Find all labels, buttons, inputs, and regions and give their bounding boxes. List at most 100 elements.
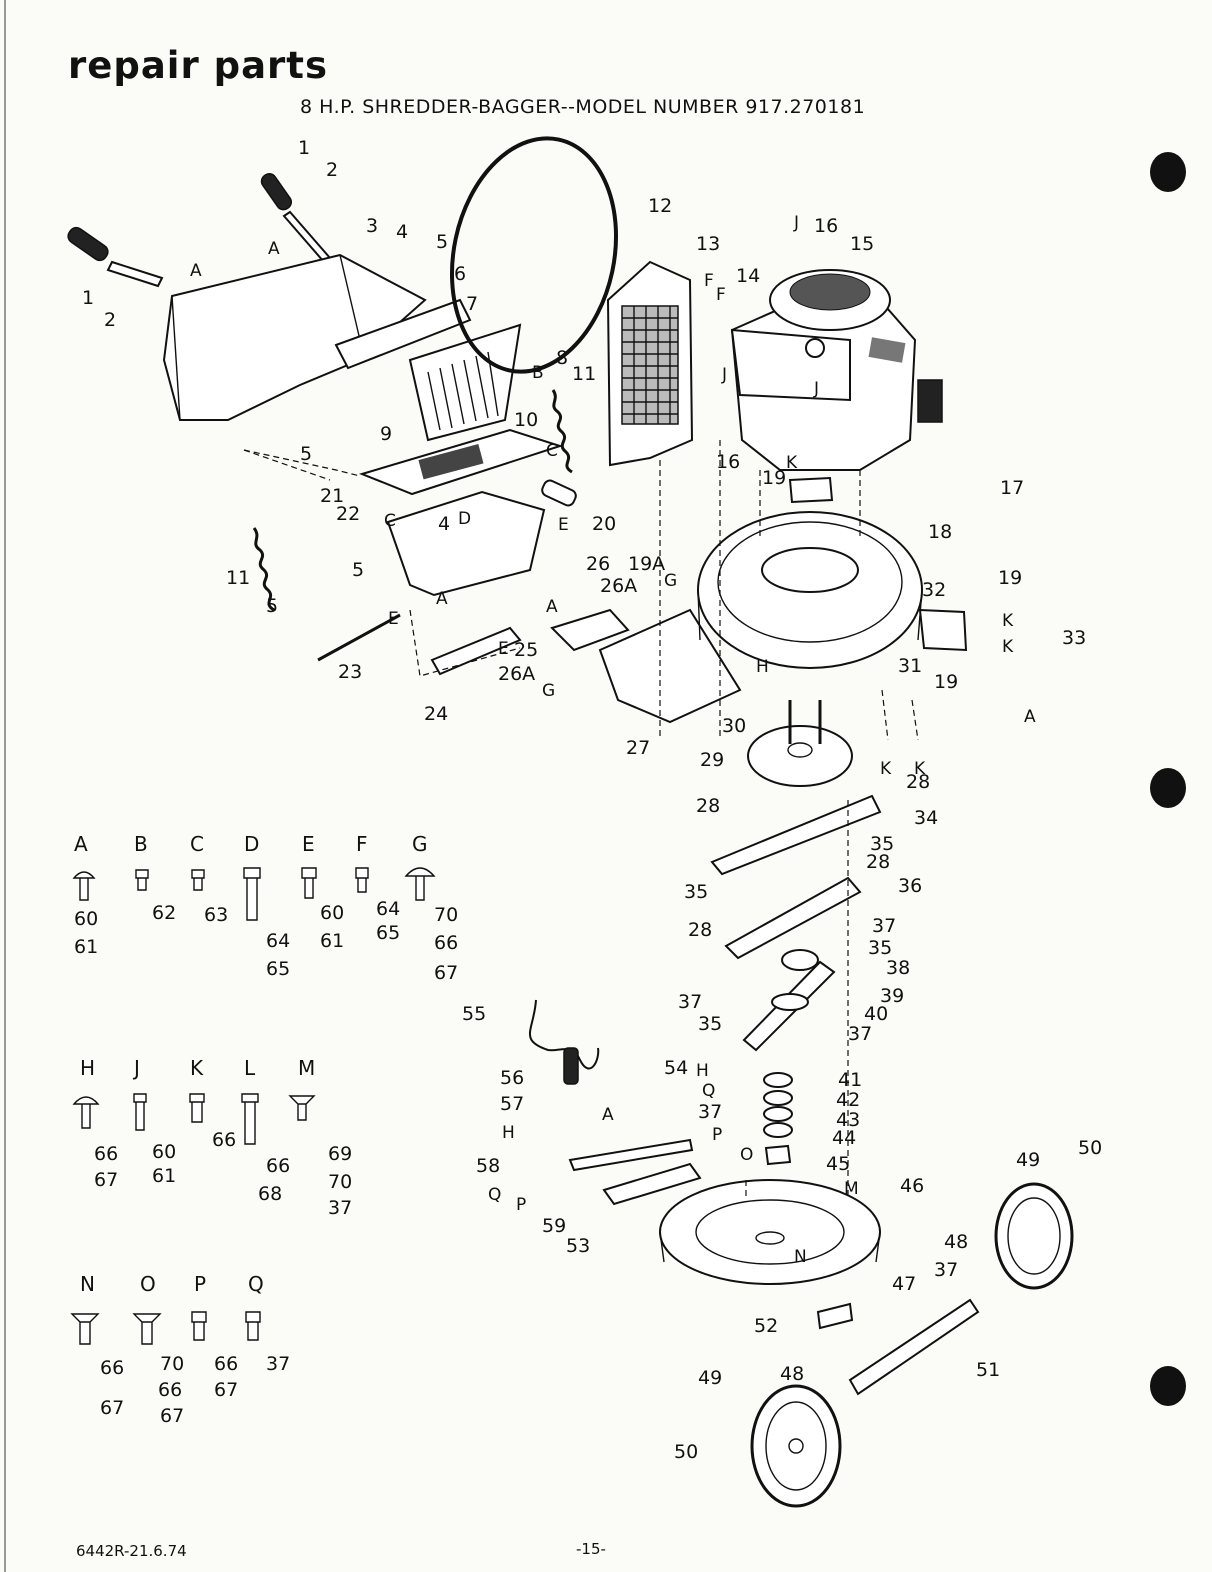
callout-11: 11 [226,567,250,589]
svg-text:66: 66 [158,1379,182,1401]
svg-text:37: 37 [328,1197,352,1219]
callout-22: 22 [336,503,360,525]
callout-7: 7 [466,293,478,315]
svg-text:61: 61 [74,936,98,958]
switch-bracket [528,999,702,1206]
callout-41: 41 [838,1069,862,1091]
callout-5: 5 [436,231,448,253]
callout-26: 26 [586,553,610,575]
svg-text:F: F [704,271,714,291]
svg-text:64: 64 [266,930,290,952]
svg-text:65: 65 [376,922,400,944]
callout-28: 28 [696,795,720,817]
callout-37: 37 [698,1101,722,1123]
page-edge [4,0,6,1572]
callout-38: 38 [886,957,910,979]
svg-text:68: 68 [258,1183,282,1205]
svg-text:60: 60 [152,1141,176,1163]
control-panel [358,428,577,597]
callout-49: 49 [1016,1149,1040,1171]
callout-58: 58 [476,1155,500,1177]
engine-assembly [730,269,943,471]
svg-text:K: K [786,453,798,473]
callout-50: 50 [674,1441,698,1463]
part-callouts: 1 1 2 2 3 4 4 5 5 5 5 6 7 8 9 10 11 11 1… [82,137,1102,1463]
callout-47: 47 [892,1273,916,1295]
bolt-icons [72,1093,316,1145]
model-subtitle: 8 H.P. SHREDDER-BAGGER--MODEL NUMBER 917… [300,96,866,118]
svg-text:67: 67 [160,1405,184,1427]
svg-text:O: O [140,1272,156,1296]
hardware-key: A B C D E F G 60 61 62 63 64 65 60 [70,832,458,1427]
svg-text:69: 69 [328,1143,352,1165]
svg-text:37: 37 [266,1353,290,1375]
svg-text:E: E [498,639,509,659]
svg-text:E: E [388,609,399,629]
svg-text:N: N [80,1272,95,1296]
callout-28: 28 [866,851,890,873]
svg-text:65: 65 [266,958,290,980]
callout-16: 16 [814,215,838,237]
svg-text:K: K [190,1056,204,1080]
svg-text:C: C [384,511,396,531]
hardware-letter: D [244,832,259,856]
page-number: -15- [576,1540,606,1558]
callout-35: 35 [870,833,894,855]
air-screen-filter [606,260,694,467]
callout-2: 2 [104,309,116,331]
document-code: 6442R-21.6.74 [76,1542,187,1560]
svg-text:Q: Q [488,1185,501,1205]
handle-grips [67,173,332,288]
binder-hole-icon [1150,1366,1186,1406]
svg-text:J: J [721,365,727,385]
blade-stack [710,700,882,1166]
svg-text:A: A [546,597,558,617]
callout-57: 57 [500,1093,524,1115]
svg-text:64: 64 [376,898,400,920]
blower-housing [697,476,968,669]
callout-34: 34 [914,807,938,829]
assembly-lines [243,440,919,1200]
callout-5: 5 [266,595,278,617]
callout-23: 23 [338,661,362,683]
callout-53: 53 [566,1235,590,1257]
svg-text:66: 66 [434,932,458,954]
svg-text:A: A [436,589,448,609]
binder-hole-icon [1150,768,1186,808]
svg-text:H: H [756,657,769,677]
callout-26A: 26A [600,575,637,597]
callout-10: 10 [514,409,538,431]
hardware-letter: F [356,832,368,856]
callout-39: 39 [880,985,904,1007]
callout-5: 5 [300,443,312,465]
callout-4: 4 [396,221,408,243]
binder-hole-icon [1150,152,1186,192]
svg-text:A: A [268,239,280,259]
callout-35: 35 [868,937,892,959]
callout-59: 59 [542,1215,566,1237]
callout-2: 2 [326,159,338,181]
page-heading: repair parts [68,44,329,87]
svg-text:66: 66 [212,1129,236,1151]
callout-5: 5 [352,559,364,581]
callout-17: 17 [1000,477,1024,499]
svg-text:66: 66 [100,1357,124,1379]
svg-text:70: 70 [328,1171,352,1193]
svg-text:67: 67 [214,1379,238,1401]
svg-text:J: J [132,1056,140,1080]
callout-25: 25 [514,639,538,661]
callout-8: 8 [556,347,568,369]
callout-16: 16 [716,451,740,473]
svg-text:67: 67 [434,962,458,984]
callout-14: 14 [736,265,760,287]
callout-50: 50 [1078,1137,1102,1159]
drive-belt [449,136,619,374]
callout-48: 48 [780,1363,804,1385]
svg-text:K: K [1002,611,1014,631]
svg-text:C: C [546,441,558,461]
callout-43: 43 [836,1109,860,1131]
svg-text:M: M [298,1056,315,1080]
svg-text:E: E [558,515,569,535]
